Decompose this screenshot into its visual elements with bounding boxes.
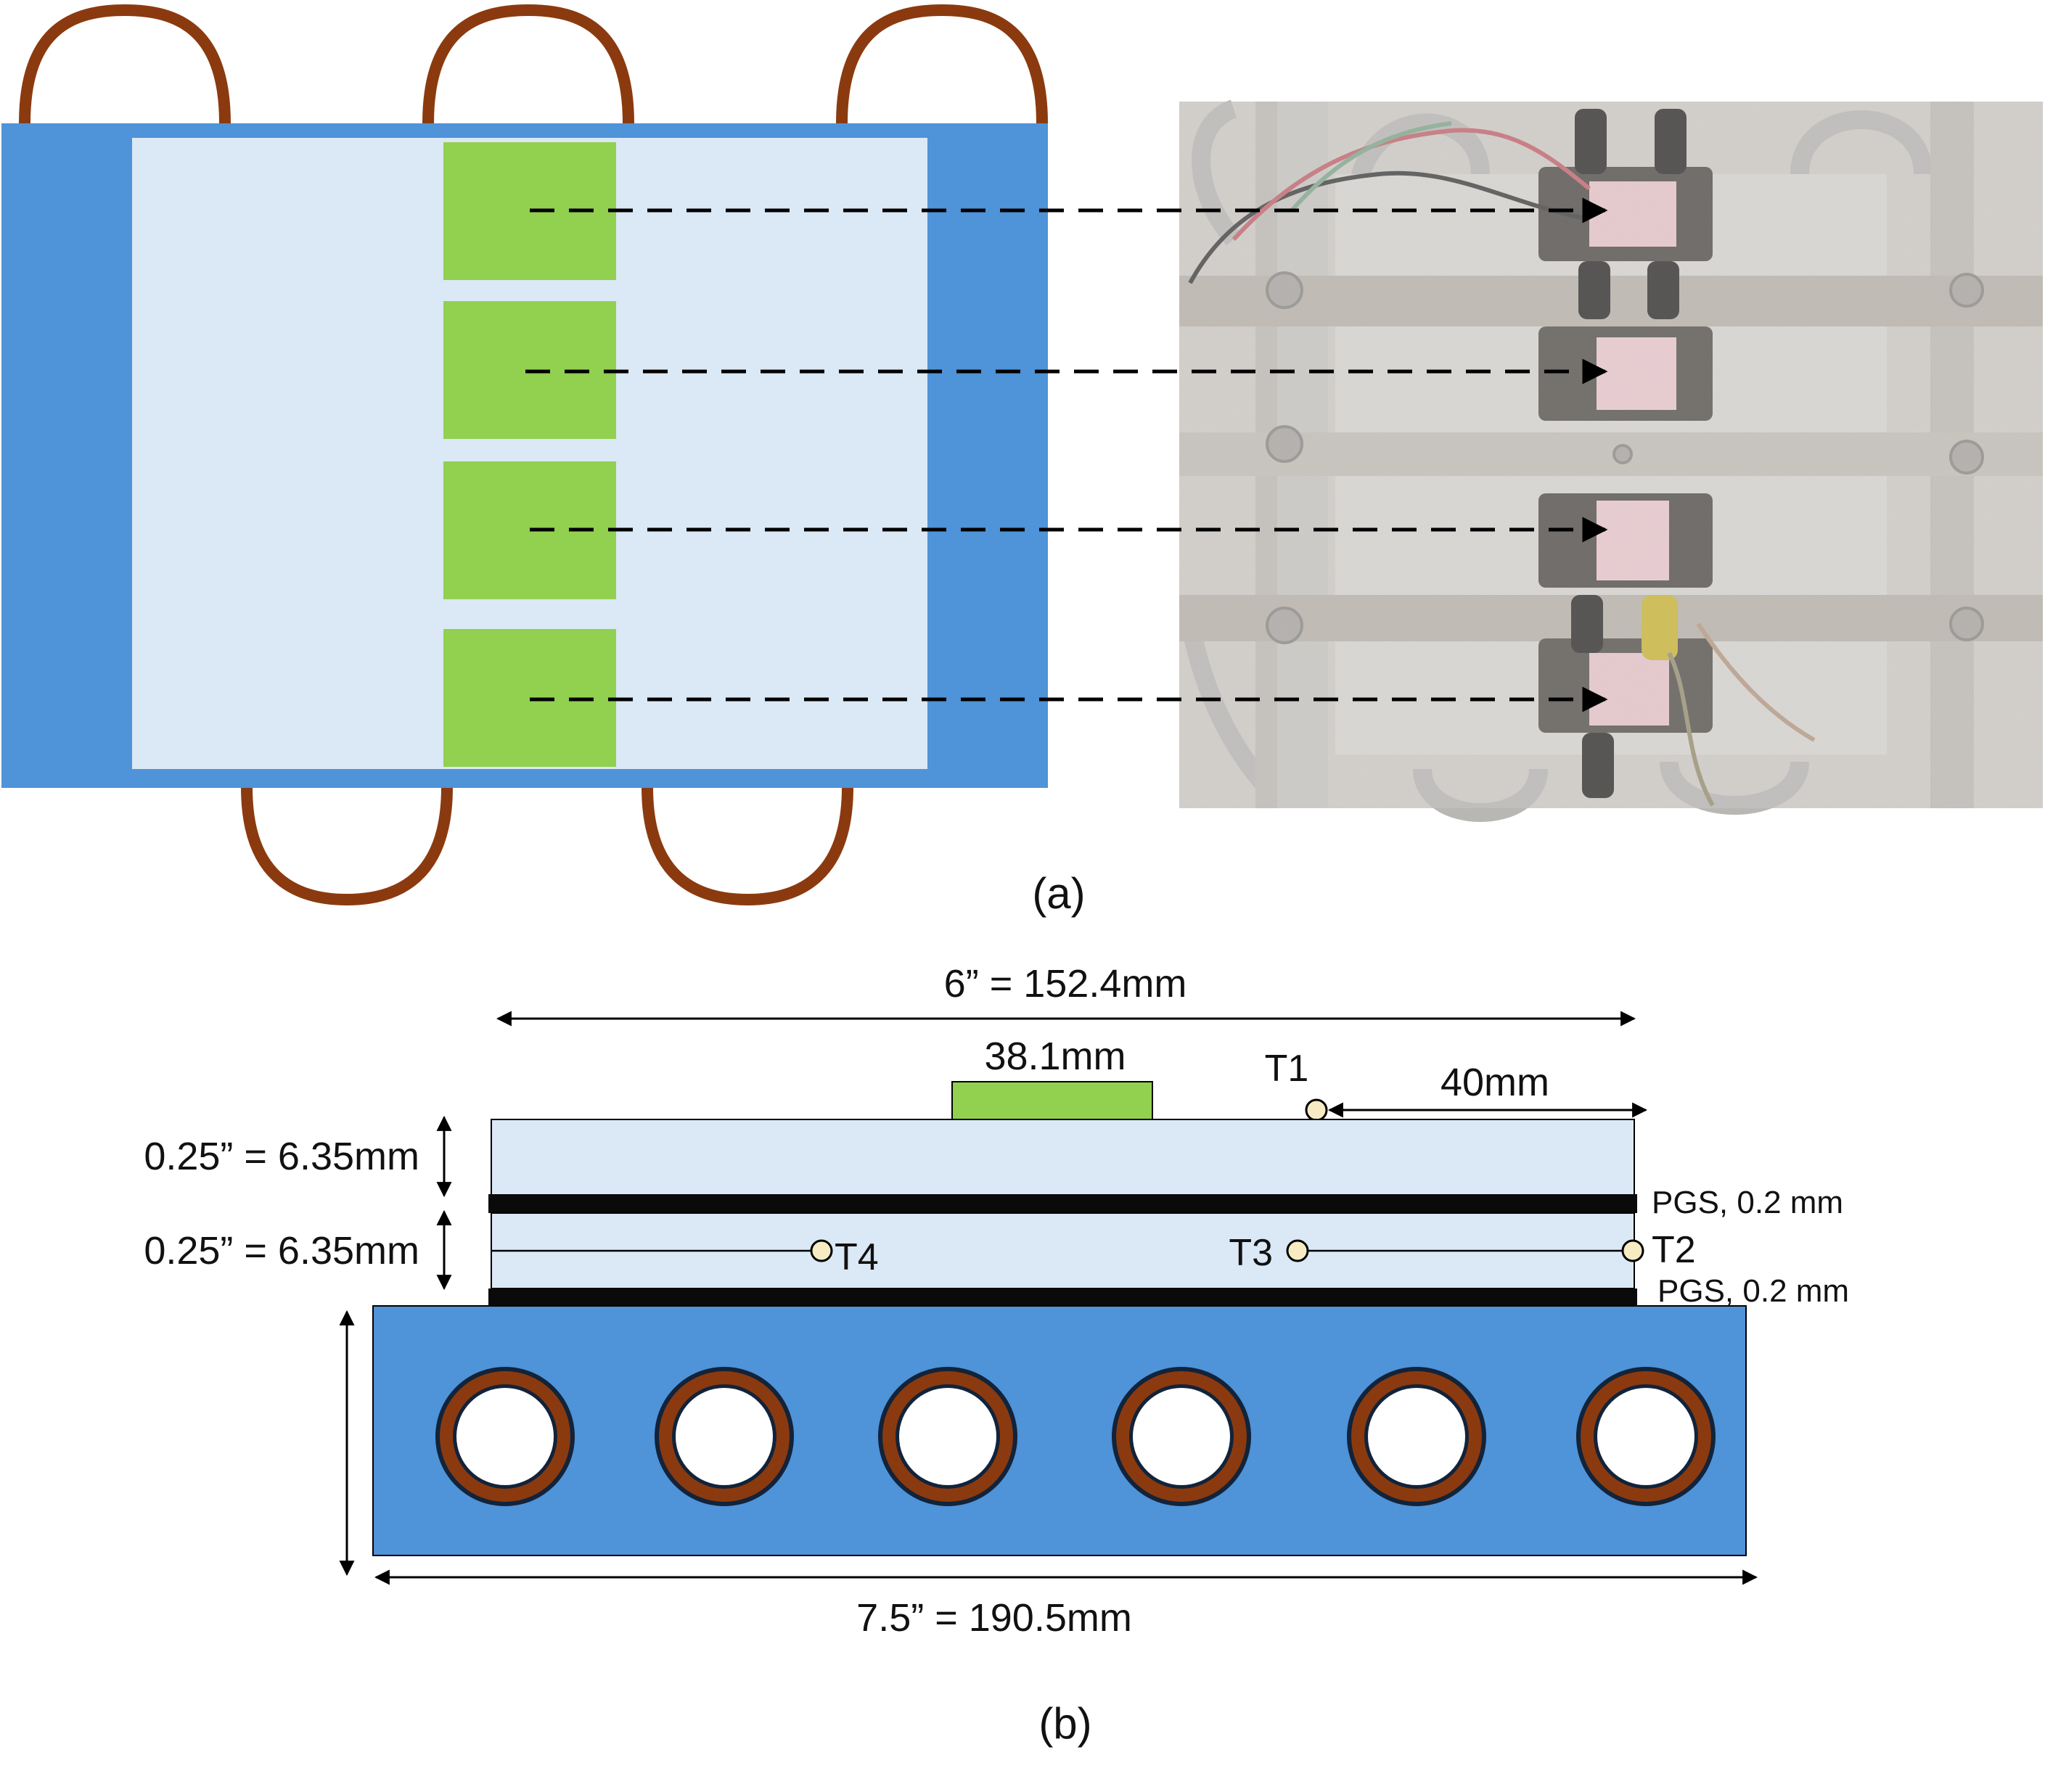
panel-a (1, 4, 1048, 906)
heat-pipe-icon (642, 786, 853, 906)
pgs-lower-label: PGS, 0.2 mm (1657, 1273, 1849, 1309)
thermocouple-dot-icon (1286, 1239, 1309, 1262)
heat-pipe-icon (836, 4, 1048, 124)
panel-b: 6” = 152.4mm 38.1mm T1 40mm PGS, 0.2 mm … (144, 962, 1849, 1748)
sensor-t4-label: T4 (835, 1236, 879, 1278)
dim-device-width-label: 38.1mm (984, 1035, 1126, 1078)
mapping-arrows (525, 197, 1608, 712)
dim-lower-thickness-label: 0.25” = 6.35mm (144, 1229, 419, 1273)
thermocouple-dot-icon (1305, 1098, 1328, 1122)
dim-upper-thickness-label: 0.25” = 6.35mm (144, 1135, 419, 1178)
heat-pipe-icon (241, 786, 453, 906)
thermocouple-dot-icon (810, 1239, 833, 1262)
dim-base-width-label: 7.5” = 190.5mm (856, 1596, 1132, 1640)
pgs-layer-upper (488, 1194, 1637, 1213)
heat-pipe-icon (19, 4, 231, 124)
sensor-t1-label: T1 (1265, 1048, 1309, 1090)
heat-pipe-icon (422, 4, 634, 124)
photo-heat-sink (1179, 99, 2043, 822)
heat-pipes-bottom (241, 786, 853, 906)
dim-sensor-offset-label: 40mm (1440, 1061, 1549, 1104)
sensor-t3-label: T3 (1229, 1232, 1273, 1274)
heat-pipes-top (19, 4, 1048, 124)
caption-a: (a) (1032, 869, 1085, 918)
device-cross-section (951, 1081, 1153, 1120)
heat-pipe-cross-sections (435, 1367, 1716, 1506)
heat-sink-cross-section (372, 1305, 1747, 1556)
upper-plate (491, 1119, 1635, 1196)
dim-top-width-label: 6” = 152.4mm (944, 962, 1187, 1006)
pgs-layer-lower (488, 1288, 1637, 1306)
thermocouple-dot-icon (1621, 1239, 1644, 1262)
pgs-upper-label: PGS, 0.2 mm (1652, 1185, 1843, 1220)
caption-b: (b) (1038, 1699, 1091, 1748)
sensor-t2-label: T2 (1652, 1229, 1696, 1271)
